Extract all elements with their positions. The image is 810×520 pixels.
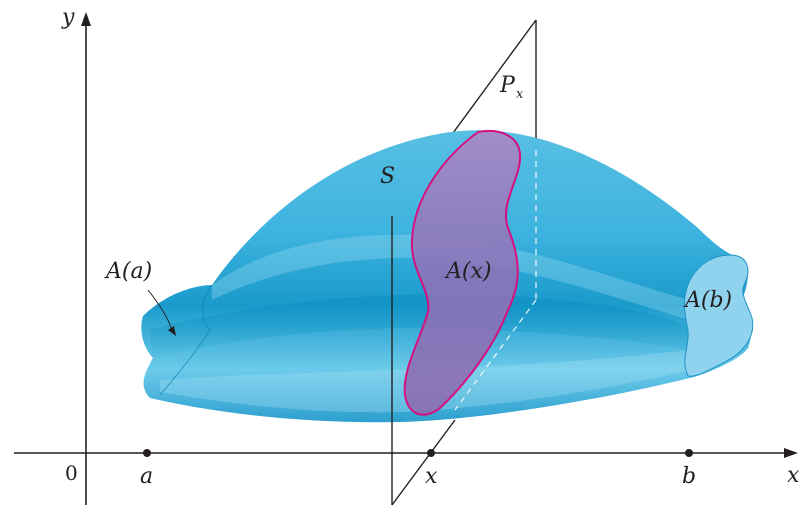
solid-label-s: S [380,164,395,189]
y-axis-label: y [61,5,75,30]
y-axis [81,12,91,505]
tick-point-b [685,449,693,457]
tick-point-x [427,449,435,457]
left-end-face [159,284,213,396]
y-axis-arrow-icon [81,12,91,26]
plane-label-subscript: x [516,87,524,102]
cross-section-label-aa: A(a) [104,259,152,284]
tick-point-a [143,449,151,457]
origin-label: 0 [65,461,78,485]
pointer-aa [147,289,176,336]
cross-section-label-ax: A(x) [444,259,491,284]
solid-upper-ridge [212,234,690,320]
cross-section-ax [403,130,522,416]
right-end-face [684,254,754,377]
x-axis-label: x [787,463,800,488]
tick-label-x: x [425,464,438,489]
plane-hidden-lines [454,150,537,411]
tick-label-b: b [682,464,696,489]
x-axis [14,448,798,458]
cross-section-label-ab: A(b) [683,288,732,313]
tick-label-a: a [140,464,153,489]
plane-label: P [499,73,516,98]
plane-front [391,216,456,506]
x-axis-arrow-icon [784,448,798,458]
